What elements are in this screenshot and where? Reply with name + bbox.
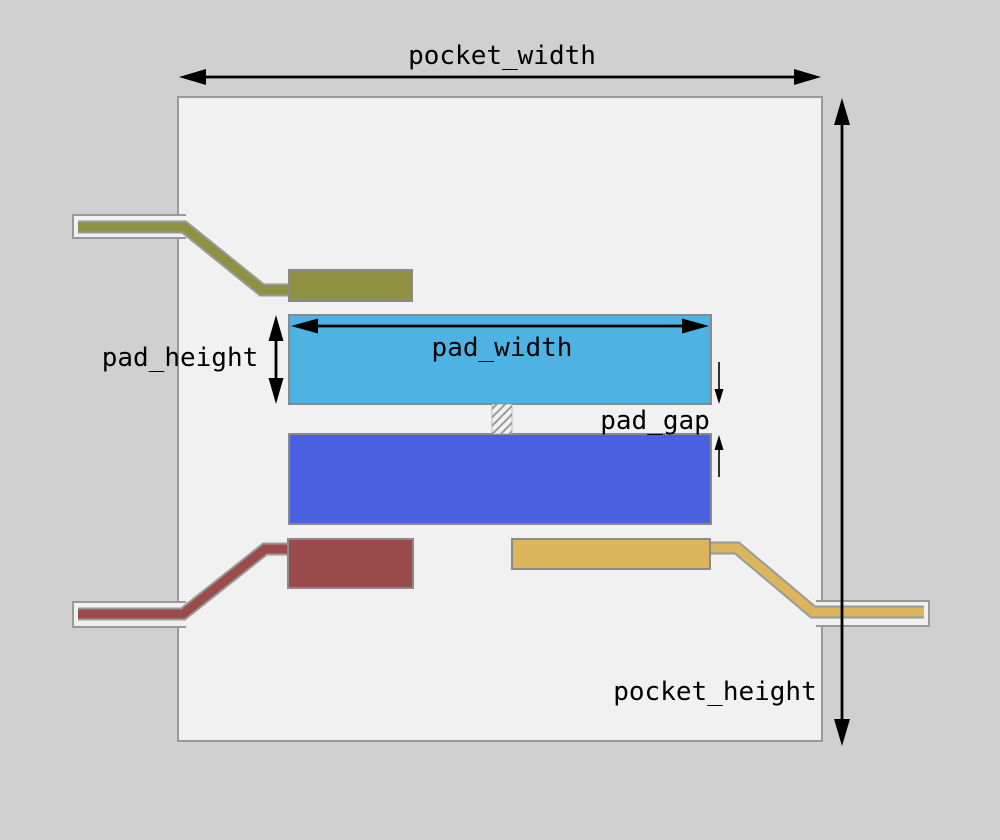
pad-width-label: pad_width [431, 333, 573, 363]
arrow-right-icon [794, 69, 821, 85]
top-pad [288, 314, 712, 405]
pad-width-arrow [291, 318, 709, 334]
bottom-pad [288, 433, 712, 525]
pad-gap-arrow-bottom [714, 435, 724, 477]
pocket-width-label: pocket_width [408, 41, 596, 71]
pad-gap-label: pad_gap [600, 406, 710, 436]
arrow-left-icon [291, 318, 318, 334]
arrow-down-icon [268, 378, 284, 404]
arrow-down-icon [834, 719, 850, 746]
gold-connector-pad [511, 538, 711, 570]
red-connector-pad [287, 538, 414, 589]
gold-connector-trace [710, 543, 924, 617]
junction-hatch [491, 403, 513, 435]
pad-gap-arrow-top [714, 362, 724, 404]
olive-connector-trace [78, 222, 290, 295]
arrow-up-icon [268, 315, 284, 341]
arrow-up-icon [834, 98, 850, 125]
pocket-height-arrow [834, 98, 850, 746]
arrow-up-icon [714, 435, 724, 450]
arrow-right-icon [682, 318, 709, 334]
pad-height-label: pad_height [101, 343, 259, 373]
pocket-width-arrow [179, 69, 821, 85]
arrow-left-icon [179, 69, 206, 85]
red-connector-trace [78, 544, 290, 619]
arrow-down-icon [714, 389, 724, 404]
pad-height-arrow [268, 315, 284, 404]
pocket-height-label: pocket_height [613, 677, 817, 707]
olive-connector-pad [288, 269, 413, 302]
